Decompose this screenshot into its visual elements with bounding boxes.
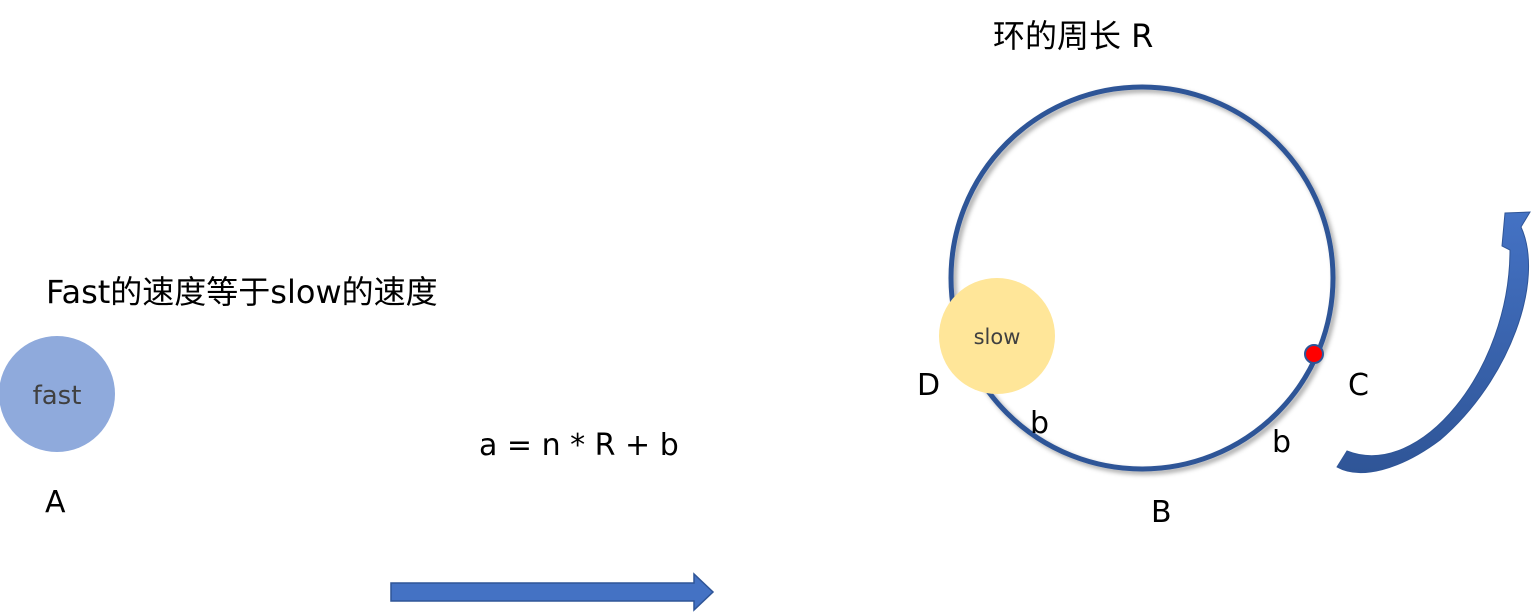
meeting-point	[1304, 344, 1324, 364]
fast-ball	[0, 336, 115, 452]
slow-label: slow	[974, 325, 1021, 349]
curved-arrow-icon	[1336, 211, 1531, 474]
slow-ball	[939, 278, 1055, 394]
segment-b-right: b	[1272, 425, 1291, 460]
ring	[948, 84, 1336, 472]
point-b-label: B	[1151, 495, 1172, 530]
segment-b-left: b	[1030, 406, 1049, 441]
equation: a = n * R + b	[479, 428, 679, 463]
point-d-label: D	[917, 368, 940, 403]
speed-note: Fast的速度等于slow的速度	[46, 273, 438, 311]
point-a-label: A	[45, 485, 66, 520]
point-c-label: C	[1348, 368, 1369, 403]
ring-title: 环的周长 R	[993, 17, 1153, 55]
right-arrow-icon	[390, 572, 715, 612]
fast-label: fast	[33, 381, 82, 411]
